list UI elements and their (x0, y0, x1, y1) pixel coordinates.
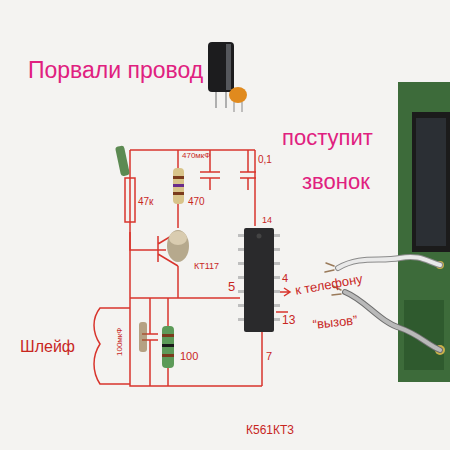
resistor-value: 470 (188, 196, 205, 207)
resistor-value: 47к (138, 196, 154, 207)
pin-number: 5 (228, 280, 235, 294)
ceramic-capacitor (229, 87, 247, 112)
pin-number: 7 (266, 350, 272, 362)
reed-switch (115, 145, 130, 176)
capacitor-value: 100мкФ (116, 328, 125, 356)
chip-k561kt3 (238, 228, 280, 332)
note-line: поступит (282, 126, 373, 150)
transistor-kt117 (167, 230, 189, 262)
resistor-100 (162, 326, 174, 368)
loop-label: Шлейф (20, 338, 75, 356)
capacitor-value: 0,1 (258, 154, 272, 165)
phone-wires (325, 257, 440, 350)
pin-number: 4 (282, 272, 288, 284)
transistor-name: КТ117 (194, 262, 219, 272)
pin-number: 13 (282, 314, 295, 327)
heading-note: Порвали провод (28, 58, 203, 83)
red-wiring (94, 150, 290, 386)
pin-number: 14 (262, 216, 272, 226)
chip-name: К561КТ3 (246, 424, 294, 437)
resistor-value: 100 (180, 350, 198, 362)
capacitor-value: 470мкФ (182, 152, 210, 161)
electrolytic-100uf (139, 322, 147, 352)
resistor-470 (173, 168, 184, 204)
note-line: звонок (302, 170, 370, 194)
